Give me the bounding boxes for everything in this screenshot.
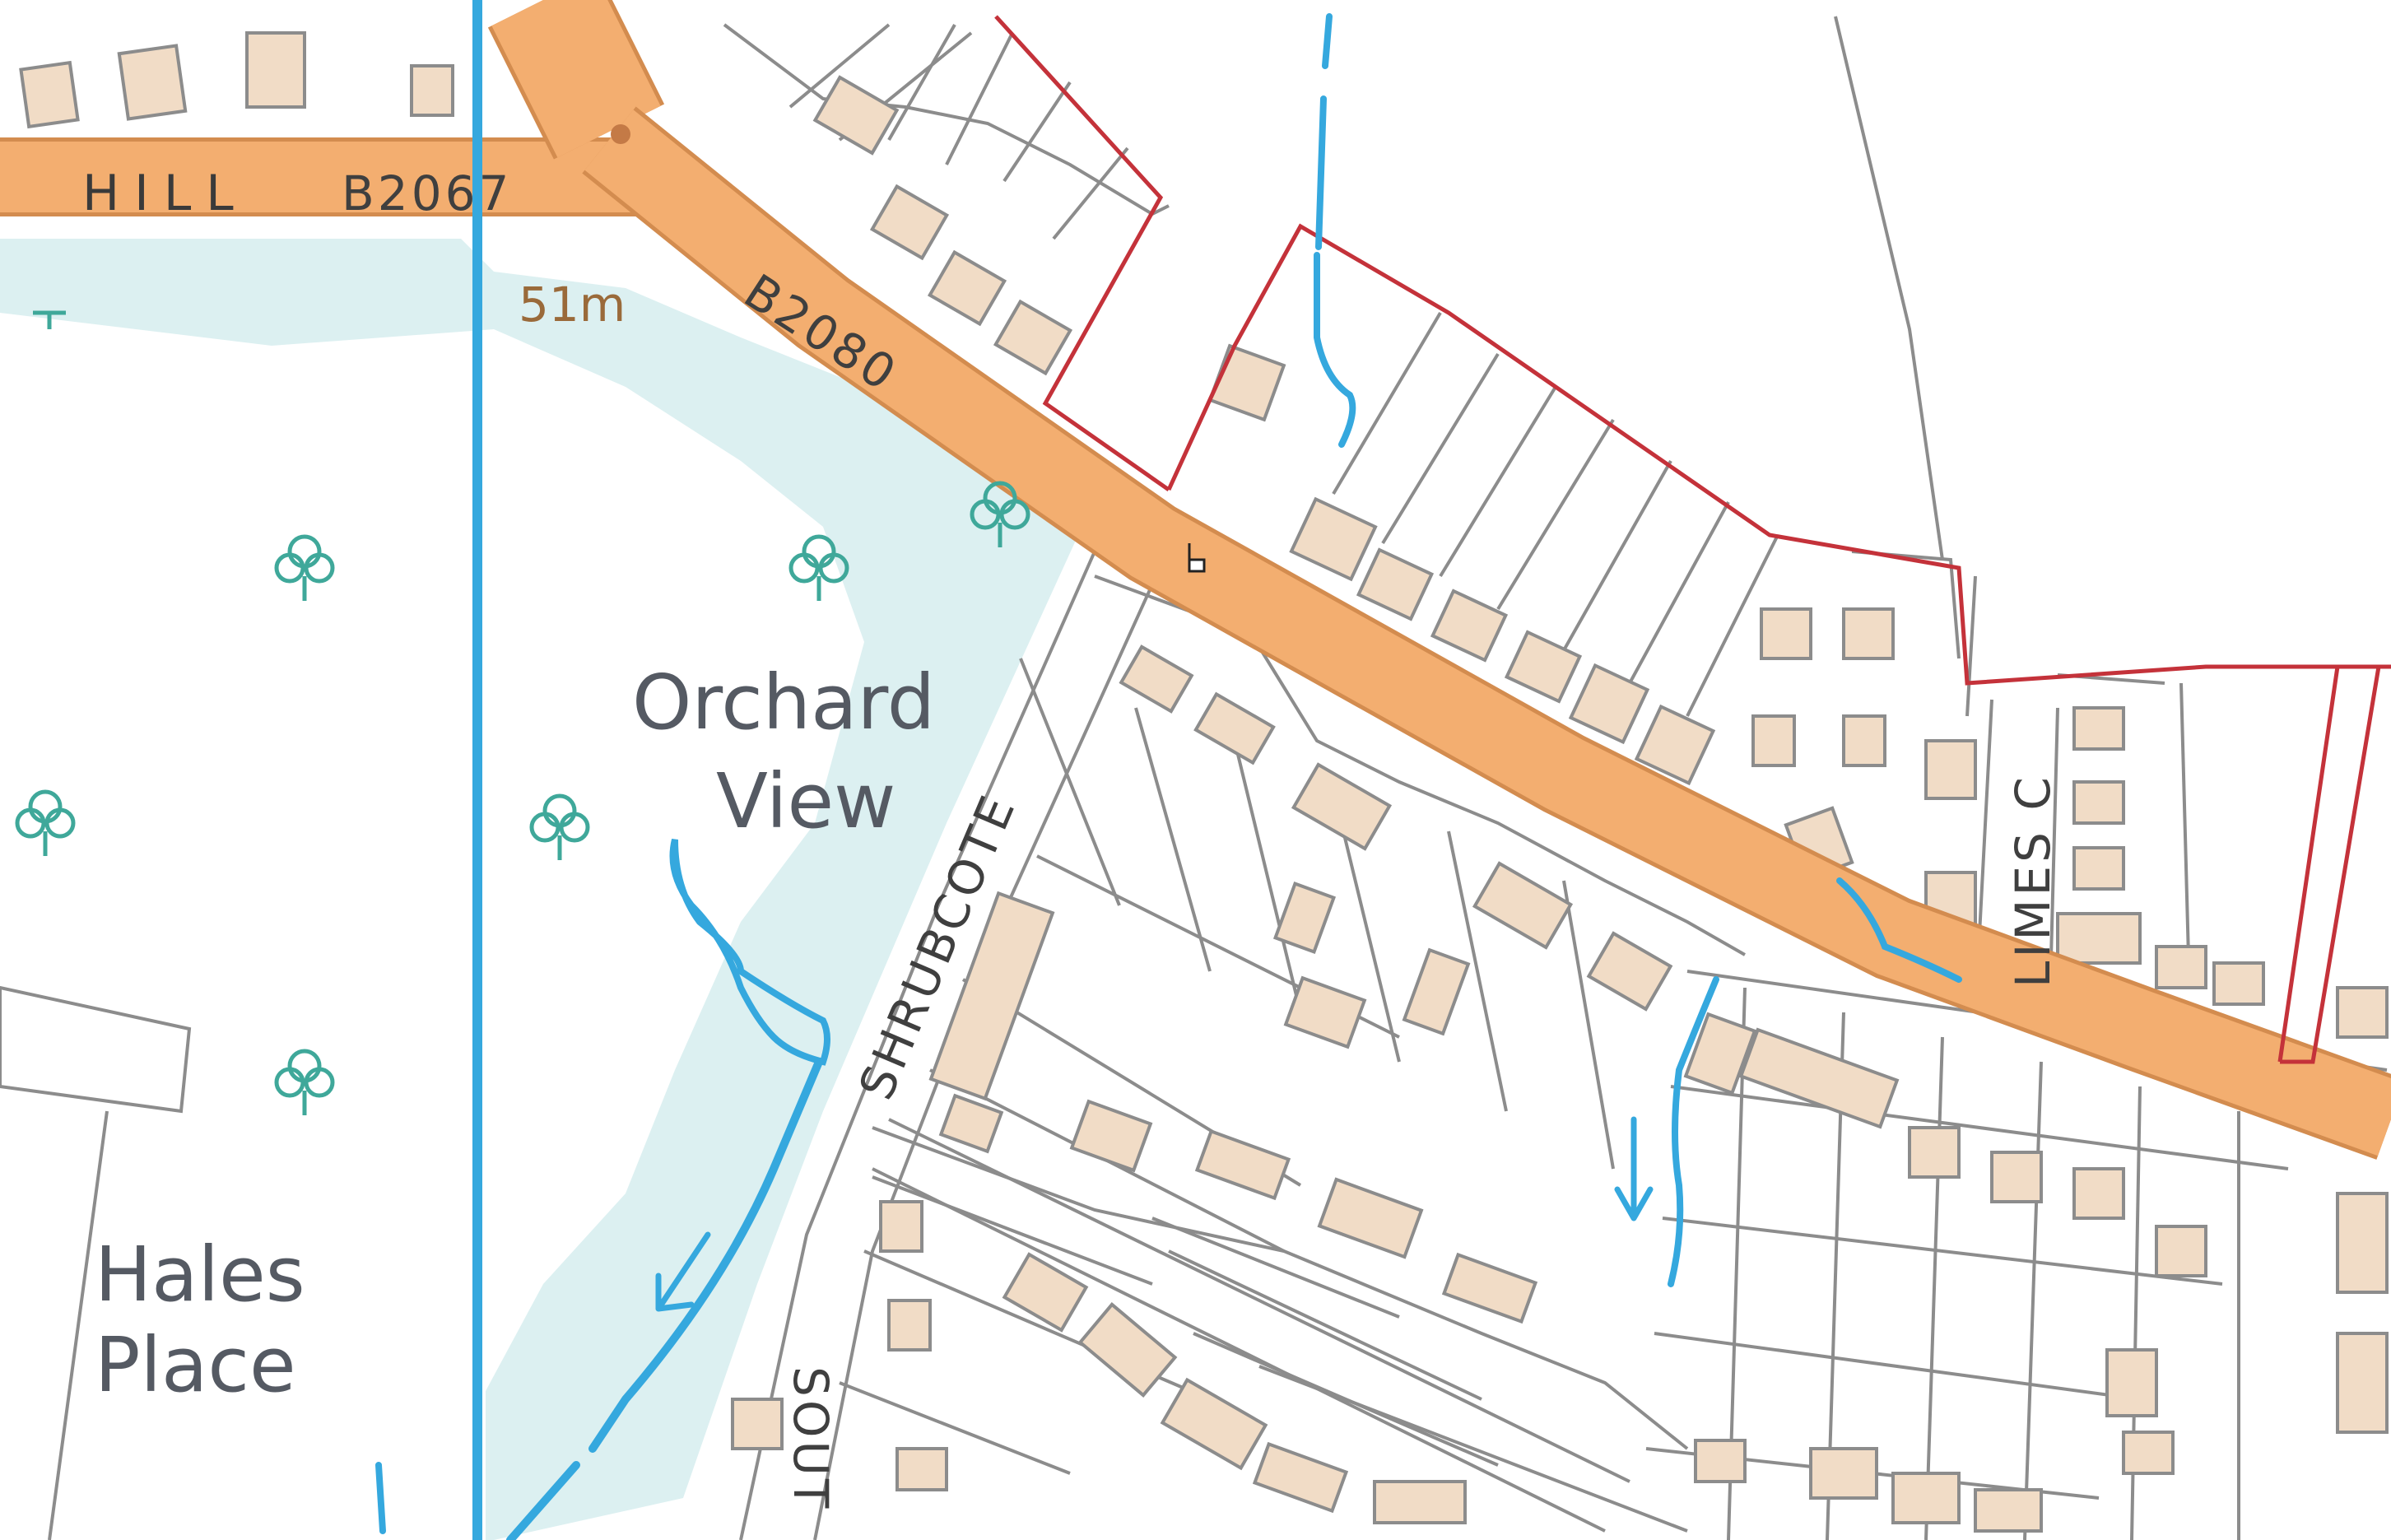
flow-direction-arrow-icon: [655, 1116, 1654, 1312]
main-roads: [0, 0, 2391, 1160]
boundary-lines: [994, 15, 2391, 1064]
woodland-clearing: [0, 313, 864, 1540]
side-roads: [739, 551, 2059, 1540]
deciduous-tree-icon: [788, 534, 849, 601]
street-label-south: SOUT: [783, 1366, 839, 1511]
place-label-hales-place: Hales: [95, 1231, 305, 1319]
water-features: [375, 0, 1962, 1540]
road-label-b2067: B2067: [342, 165, 512, 221]
road-label-hill: HILL: [82, 165, 249, 222]
deciduous-tree-icon: [33, 310, 66, 329]
deciduous-tree-icon: [15, 789, 76, 856]
deciduous-tree-icon: [274, 534, 335, 601]
deciduous-tree-icon: [529, 793, 590, 860]
buildings: [19, 31, 2389, 1533]
place-label-hales-place-line2: Place: [95, 1321, 296, 1409]
deciduous-tree-icon: [274, 1049, 335, 1115]
deciduous-tree-icon: [970, 481, 1030, 547]
place-label-orchard-view-line2: View: [716, 757, 895, 845]
post-box-icon: [1188, 543, 1206, 573]
street-label-limes-close: LIMES C: [2005, 774, 2061, 988]
spot-height-label: 51m: [519, 277, 626, 333]
plot-lines: [0, 16, 2388, 1540]
mini-roundabout-icon: [611, 124, 630, 144]
tree-icons: [15, 310, 1030, 1115]
place-label-orchard-view: Orchard: [632, 658, 935, 747]
